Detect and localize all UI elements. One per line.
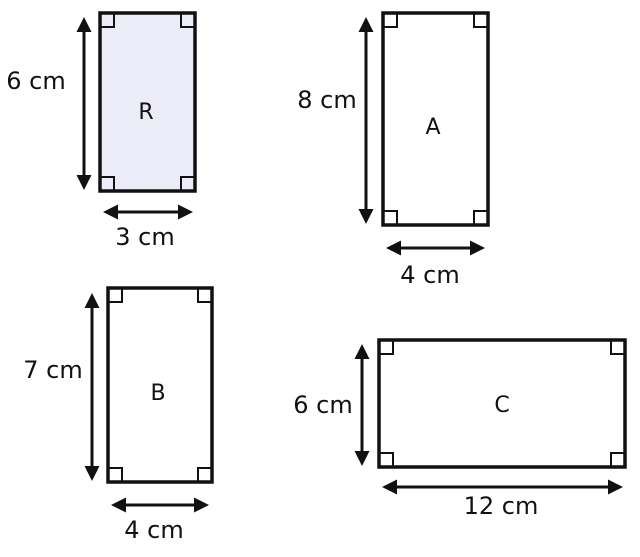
rectangle-r — [98, 11, 197, 193]
rectangle-a — [381, 11, 490, 227]
rectangle-b-label: B — [150, 381, 165, 406]
rectangle-a-group: A 8 cm 4 cm — [297, 11, 490, 289]
rectangle-c-width-label: 12 cm — [464, 492, 539, 520]
rectangle-r-width-label: 3 cm — [115, 223, 174, 251]
right-angle-markers — [108, 288, 212, 482]
rectangle-b-width-label: 4 cm — [124, 516, 183, 544]
rectangle-c-height-label: 6 cm — [293, 391, 352, 419]
rectangle-a-label: A — [425, 115, 440, 140]
rectangle-c — [377, 338, 627, 469]
right-angle-markers — [383, 13, 488, 225]
right-angle-markers — [100, 13, 195, 191]
right-angle-markers — [379, 340, 625, 467]
rectangle-b-group: B 7 cm 4 cm — [23, 286, 214, 544]
rectangle-r-height-label: 6 cm — [6, 67, 65, 95]
rectangle-c-label: C — [494, 393, 509, 418]
rectangle-a-height-label: 8 cm — [297, 86, 356, 114]
rectangle-b-height-label: 7 cm — [23, 356, 82, 384]
rectangle-c-group: C 6 cm 12 cm — [293, 338, 627, 520]
rectangle-a-width-label: 4 cm — [400, 261, 459, 289]
rectangle-b — [106, 286, 214, 484]
rectangle-r-label: R — [138, 100, 153, 125]
rectangle-r-group: R 6 cm 3 cm — [6, 11, 197, 251]
